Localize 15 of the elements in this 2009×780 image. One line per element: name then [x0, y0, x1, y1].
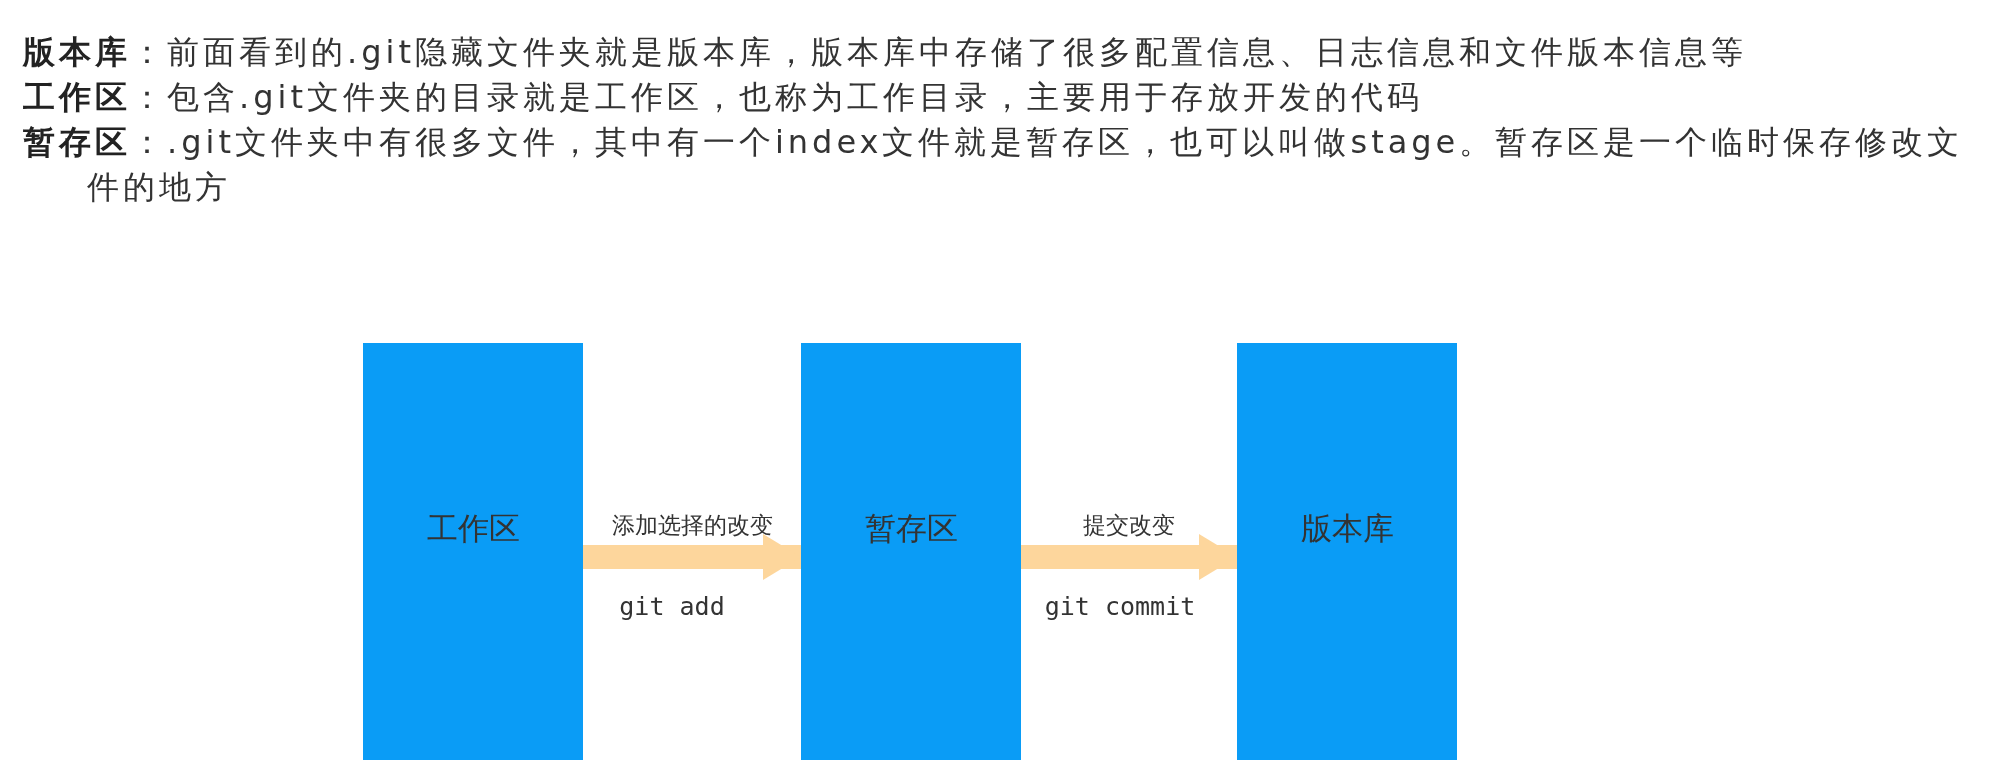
definition-text: 工作区：包含.git文件夹的目录就是工作区，也称为工作目录，主要用于存放开发的代码 [23, 77, 1424, 118]
area-label: 工作区 [425, 509, 521, 548]
definition-text: 版本库：前面看到的.git隐藏文件夹就是版本库，版本库中存储了很多配置信息、日志信息和文件版本信息等 [23, 32, 1748, 73]
area-label: 版本库 [1299, 509, 1395, 548]
area-box [1237, 343, 1457, 760]
arrow [583, 534, 801, 580]
area-box [801, 343, 1021, 760]
command-label: git add [619, 592, 725, 621]
area-box [363, 343, 583, 760]
arrow [1021, 534, 1237, 580]
edge-label: 添加选择的改变 [611, 511, 773, 540]
edge-label: 提交改变 [1083, 511, 1175, 540]
command-label: git commit [1044, 592, 1196, 621]
definition-text: 暂存区：.git文件夹中有很多文件，其中有一个index文件就是暂存区，也可以叫做stage。暂存区是一个临时保存修改文件的地方 [23, 122, 1965, 208]
area-label: 暂存区 [863, 509, 959, 548]
